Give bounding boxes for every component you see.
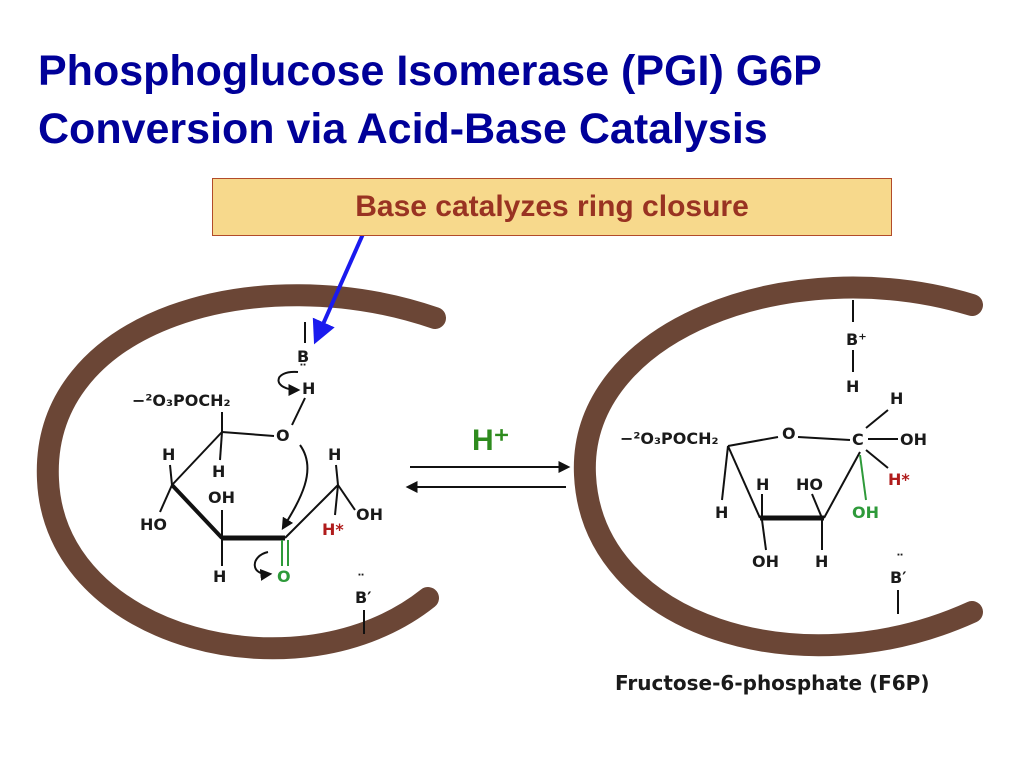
left-base-bottom-dots: ¨ xyxy=(357,571,365,590)
left-h3: H xyxy=(213,567,226,586)
left-ho: HO xyxy=(140,515,167,534)
left-curved-arrow-ring xyxy=(281,444,309,531)
callout-box: Base catalyzes ring closure xyxy=(212,178,892,236)
f6p-caption: Fructose-6-phosphate (F6P) xyxy=(615,671,929,695)
right-base-bottom: B′ xyxy=(890,568,906,587)
right-ho-mid: HO xyxy=(796,475,823,494)
right-h-star: H* xyxy=(888,470,910,489)
catalyst-h-plus: H⁺ xyxy=(472,424,510,457)
left-h-ch: H xyxy=(328,445,341,464)
left-base-bottom: B′ xyxy=(355,588,371,607)
enzyme-pocket-right xyxy=(573,276,983,657)
left-h-star: H* xyxy=(322,520,344,539)
equilibrium-arrows xyxy=(405,461,571,493)
left-oh: OH xyxy=(208,488,235,507)
title-line-2: Conversion via Acid-Base Catalysis xyxy=(38,105,768,153)
left-h1: H xyxy=(162,445,175,464)
slide-title: Phosphoglucose Isomerase (PGI) G6P Conve… xyxy=(38,42,998,158)
right-base-bottom-dots: ¨ xyxy=(896,551,904,570)
left-base-dots: ¨ xyxy=(299,361,307,380)
left-h-on-oxygen: H xyxy=(302,379,315,398)
right-oh-bottom: OH xyxy=(752,552,779,571)
right-oh-green: OH xyxy=(852,503,879,522)
left-curved-arrow-carbonyl xyxy=(253,551,273,581)
right-molecule: B⁺ H −²O₃POCH₂ O C H OH H* H H HO OH OH … xyxy=(620,300,927,614)
left-carbonyl-oxygen: O xyxy=(277,567,291,586)
right-oh-right: OH xyxy=(900,430,927,449)
left-phosphate-group: −²O₃POCH₂ xyxy=(132,391,231,410)
left-molecule: B ¨ H −²O₃POCH₂ O H H HO OH H H OH H* O xyxy=(132,322,383,634)
left-oh-ch: OH xyxy=(356,505,383,524)
callout-arrow xyxy=(312,224,369,345)
right-h-left: H xyxy=(715,503,728,522)
right-carbon: C xyxy=(852,430,864,449)
title-line-1: Phosphoglucose Isomerase (PGI) G6P xyxy=(38,47,822,95)
right-phosphate-group: −²O₃POCH₂ xyxy=(620,429,719,448)
left-curved-arrow-top xyxy=(277,370,301,396)
left-h2: H xyxy=(212,462,225,481)
right-ring-oxygen: O xyxy=(782,424,796,443)
right-h-mid: H xyxy=(756,475,769,494)
left-ring-oxygen: O xyxy=(276,426,290,445)
right-h-top: H xyxy=(890,389,903,408)
enzyme-pocket-left xyxy=(36,284,446,660)
right-h-on-base: H xyxy=(846,377,859,396)
left-base-top: B xyxy=(297,347,309,366)
right-base-top: B⁺ xyxy=(846,330,867,349)
right-h-bottom: H xyxy=(815,552,828,571)
